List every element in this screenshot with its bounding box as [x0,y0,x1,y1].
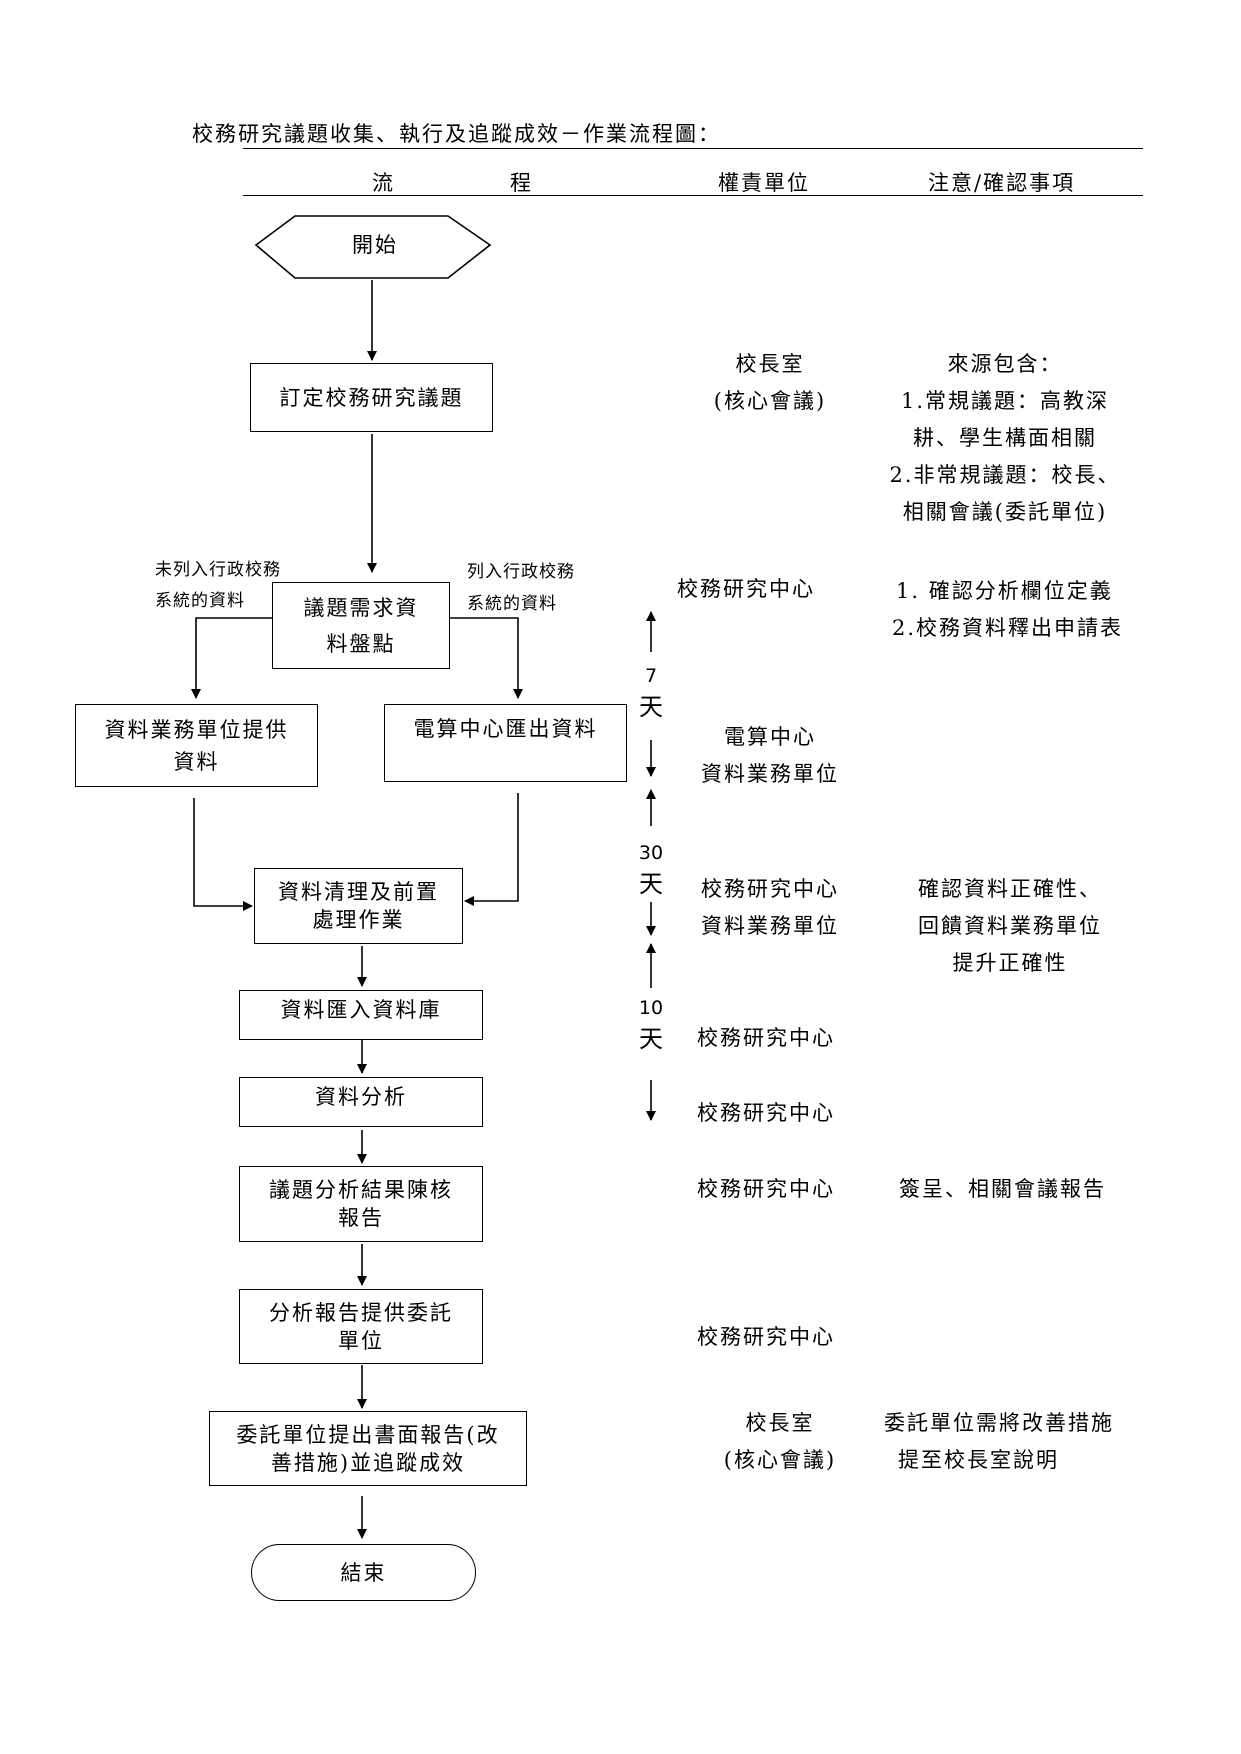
arrow-inventory-to-cc [450,617,523,699]
unit-cleaning: 校務研究中心 資料業務單位 [690,871,850,945]
unit-written-report: 校長室 (核心會議) [710,1405,850,1479]
note-cleaning-2: 回饋資料業務單位 [918,914,1102,938]
business-supply-label-2: 資料 [173,749,220,774]
unit-supply: 電算中心 資料業務單位 [690,719,850,793]
cc-export-label: 電算中心匯出資料 [413,717,598,741]
cc-export-box: 電算中心匯出資料 [384,704,627,782]
arrow-business-to-cleaning [193,798,253,911]
unit-supply-2: 資料業務單位 [701,762,839,786]
cleaning-box: 資料清理及前置 處理作業 [254,868,463,944]
branch-label-right-1: 列入行政校務 [467,562,575,582]
note-inventory-1: 1. 確認分析欄位定義 [896,579,1113,603]
note-define-topic-2: 耕、學生構面相關 [913,426,1097,450]
define-topic-label: 訂定校務研究議題 [279,385,464,410]
note-cleaning: 確認資料正確性、 回饋資料業務單位 提升正確性 [885,871,1135,982]
define-topic-box: 訂定校務研究議題 [250,363,493,432]
duration-10-days: 10 天 [631,997,671,1054]
page-title: 校務研究議題收集、執行及追蹤成效－作業流程圖： [192,122,721,146]
inventory-label-1: 議題需求資 [303,595,419,620]
header-flow-label-2: 程 [510,171,531,195]
report-label-2: 報告 [338,1206,384,1230]
note-inventory: 1. 確認分析欄位定義 2.校務資料釋出申請表 [892,573,1123,647]
written-report-box: 委託單位提出書面報告(改 善措施)並追蹤成效 [209,1411,527,1486]
deliver-label-1: 分析報告提供委託 [269,1300,453,1325]
unit-define-topic-1: 校長室 [735,352,805,376]
note-define-topic-3: 2.非常規議題：校長、 [889,463,1121,487]
end-label: 結束 [340,1560,387,1585]
note-written-report-2: 提至校長室說明 [898,1448,1059,1472]
import-db-label: 資料匯入資料庫 [280,998,442,1022]
deliver-box: 分析報告提供委託 單位 [239,1289,483,1364]
header-note-label: 注意/確認事項 [928,171,1076,195]
header-bottom-rule [243,195,1143,196]
note-inventory-2: 2.校務資料釋出申請表 [892,616,1124,640]
written-report-label-2: 善措施)並追蹤成效 [270,1450,466,1475]
duration-7-number: 7 [644,665,658,687]
duration-10-unit: 天 [639,1025,663,1053]
branch-label-left-2: 系統的資料 [155,591,245,611]
unit-define-topic: 校長室 (核心會議) [700,346,840,420]
note-define-topic-1: 1.常規議題：高教深 [900,389,1110,413]
unit-analysis: 校務研究中心 [697,1101,835,1125]
arrow-inventory-to-business [191,617,272,699]
import-db-box: 資料匯入資料庫 [239,990,483,1040]
note-written-report-1: 委託單位需將改善措施 [884,1411,1114,1435]
unit-deliver: 校務研究中心 [697,1325,835,1349]
start-node-label: 開始 [352,233,398,257]
note-define-topic-0: 來源包含： [947,352,1063,376]
note-define-topic-4: 相關會議(委託單位) [902,500,1108,524]
duration-30-unit: 天 [639,870,663,898]
unit-supply-1: 電算中心 [724,725,816,749]
note-cleaning-1: 確認資料正確性、 [918,877,1102,901]
cleaning-label-2: 處理作業 [312,908,405,932]
business-supply-label-1: 資料業務單位提供 [104,717,289,742]
branch-label-left-1: 未列入行政校務 [155,560,281,580]
duration-10-number: 10 [638,997,664,1019]
note-written-report: 委託單位需將改善措施 提至校長室說明 [884,1405,1114,1479]
unit-define-topic-2: (核心會議) [713,389,827,413]
analysis-box: 資料分析 [239,1077,483,1127]
end-terminator: 結束 [251,1544,476,1601]
start-hexagon [254,215,492,279]
analysis-label: 資料分析 [315,1085,407,1109]
note-report: 簽呈、相關會議報告 [899,1177,1106,1201]
note-cleaning-3: 提升正確性 [952,951,1068,975]
duration-30-number: 30 [638,842,664,864]
deliver-label-2: 單位 [338,1328,384,1353]
business-supply-box: 資料業務單位提供 資料 [75,704,318,787]
unit-cleaning-2: 資料業務單位 [701,914,839,938]
unit-cleaning-1: 校務研究中心 [701,877,839,901]
duration-30-days: 30 天 [631,842,671,899]
report-label-1: 議題分析結果陳核 [269,1178,453,1202]
header-flow-label-1: 流 [372,171,393,195]
duration-7-unit: 天 [639,693,663,721]
unit-inventory: 校務研究中心 [677,577,815,601]
inventory-label-2: 料盤點 [326,631,396,656]
unit-report: 校務研究中心 [697,1177,835,1201]
unit-written-report-2: (核心會議) [723,1448,837,1472]
arrow-cc-to-cleaning [464,793,519,906]
branch-label-right-2: 系統的資料 [467,594,557,614]
report-box: 議題分析結果陳核 報告 [239,1166,483,1242]
written-report-label-1: 委託單位提出書面報告(改 [236,1422,500,1447]
note-define-topic: 來源包含： 1.常規議題：高教深 耕、學生構面相關 2.非常規議題：校長、 相關… [880,346,1130,531]
unit-import-db: 校務研究中心 [697,1026,835,1050]
unit-written-report-1: 校長室 [745,1411,815,1435]
inventory-box: 議題需求資 料盤點 [272,582,450,669]
duration-7-days: 7 天 [631,665,671,722]
header-unit-label: 權責單位 [718,171,810,195]
header-top-rule [243,148,1143,149]
cleaning-label-1: 資料清理及前置 [278,880,439,904]
